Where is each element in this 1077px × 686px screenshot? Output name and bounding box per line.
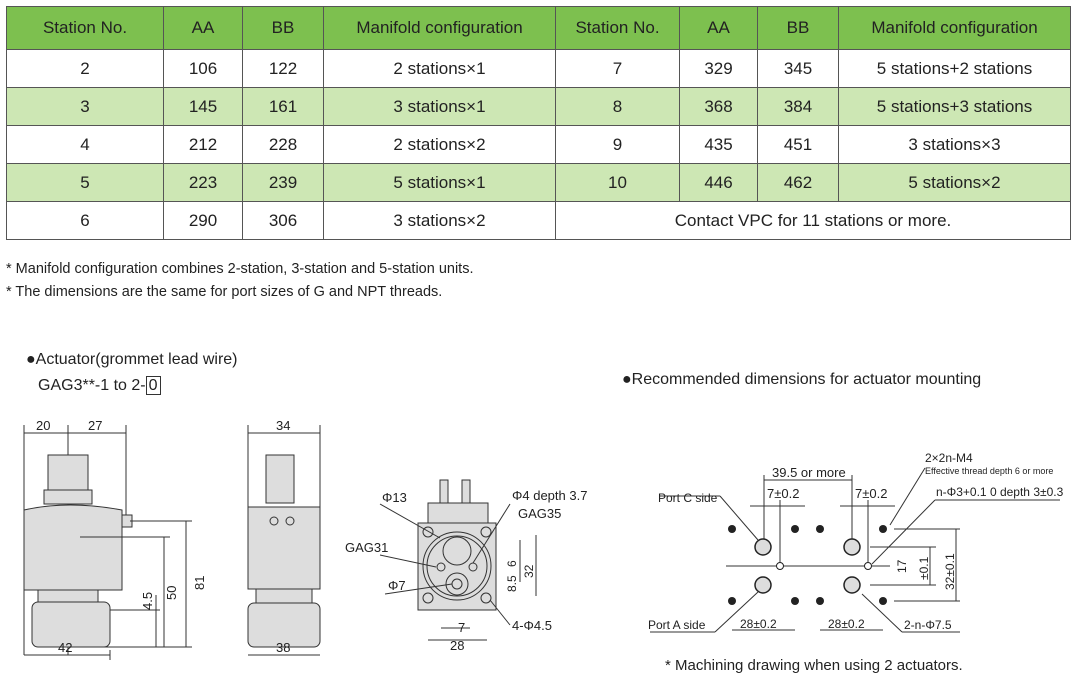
phi7-label: Φ7 [388,578,406,593]
table-header: Station No. AA BB Manifold configuration… [6,6,1071,50]
dim-7-a: 7±0.2 [767,486,799,501]
cell: 5 stations×2 [838,163,1071,202]
cell: 7 [555,49,680,88]
dim-7-b: 7±0.2 [855,486,887,501]
cell: 10 [555,163,680,202]
cell: 239 [242,163,324,202]
cell: 462 [757,163,839,202]
cell: 5 stations+2 stations [838,49,1071,88]
dim-7: 7 [458,620,465,635]
port-c-label: Port C side [658,491,718,505]
cell: 4 [6,125,164,164]
header-station-no-2: Station No. [555,6,680,50]
header-manifold: Manifold configuration [323,6,556,50]
dim-32-tol: 32±0.1 [943,553,957,590]
dim-81: 81 [192,576,207,590]
dim-20: 20 [36,418,50,433]
cell: 8 [555,87,680,126]
actuator-model: GAG3**-1 to 2-0 [38,376,161,395]
cell: 5 stations+3 stations [838,87,1071,126]
cell: 145 [163,87,243,126]
cell: 3 stations×2 [323,201,556,240]
dim-6: 6 [505,560,519,567]
dim-34: 34 [276,418,290,433]
dim-32: 32 [522,564,536,578]
note: * Manifold configuration combines 2-stat… [6,261,474,277]
m4-label: 2×2n-M4 [925,451,973,465]
contact-note-cell: Contact VPC for 11 stations or more. [555,201,1071,240]
cell: 5 [6,163,164,202]
cell: 329 [679,49,758,88]
header-station-no: Station No. [6,6,164,50]
mounting-drawing: 2×2n-M4 Effective thread depth 6 or more… [648,451,1064,633]
model-prefix: GAG3**-1 to 2- [38,377,146,394]
m4-note: Effective thread depth 6 or more [925,466,1053,476]
gag31-label: GAG31 [345,540,388,555]
dim-42: 42 [58,640,72,655]
header-bb: BB [242,6,324,50]
cell: 306 [242,201,324,240]
cell: 3 stations×3 [838,125,1071,164]
dim-28: 28 [450,638,464,653]
cell: 6 [6,201,164,240]
header-manifold-2: Manifold configuration [838,6,1071,50]
cell: 345 [757,49,839,88]
actuator-side-view: 34 38 [247,418,321,656]
cell: 223 [163,163,243,202]
port-a-label: Port A side [648,618,706,632]
dim-17: 17 [895,559,909,573]
mounting-footnote: * Machining drawing when using 2 actuato… [665,657,963,674]
cell: 368 [679,87,758,126]
actuator-bottom-view: Φ13 Φ4 depth 3.7 GAG35 GAG31 Φ7 6 8.5 32… [345,479,587,653]
model-box: 0 [145,376,161,395]
dim-28-b: 28±0.2 [828,617,865,631]
header-bb-2: BB [757,6,839,50]
cell: 5 stations×1 [323,163,556,202]
phi75-label: 2-n-Φ7.5 [904,618,952,632]
table-notes: * Manifold configuration combines 2-stat… [6,258,473,304]
mounting-title: ●Recommended dimensions for actuator mou… [622,371,982,388]
cell: 446 [679,163,758,202]
dim-17-tol: ±0.1 [917,556,931,580]
pin-label: n-Φ3+0.1 0 depth 3±0.3 [936,485,1064,499]
dim-8-5: 8.5 [505,575,519,592]
actuator-front-view: 20 27 81 50 4.5 42 [23,418,207,660]
header-aa: AA [163,6,243,50]
dim-27: 27 [88,418,102,433]
cell: 9 [555,125,680,164]
gag35-label: GAG35 [518,506,561,521]
dim-38: 38 [276,640,290,655]
cell: 106 [163,49,243,88]
actuator-title: ●Actuator(grommet lead wire) [26,351,238,368]
cell: 122 [242,49,324,88]
cell: 2 stations×2 [323,125,556,164]
phi4-label: Φ4 depth 3.7 [512,488,587,503]
dim-39-5: 39.5 or more [772,465,846,480]
cell: 290 [163,201,243,240]
cell: 2 [6,49,164,88]
phi13-label: Φ13 [382,490,407,505]
dimension-table: Station No. AA BB Manifold configuration… [6,6,1071,240]
cell: 228 [242,125,324,164]
holes-label: 4-Φ4.5 [512,618,552,633]
cell: 435 [679,125,758,164]
cell: 384 [757,87,839,126]
header-aa-2: AA [679,6,758,50]
cell: 3 [6,87,164,126]
note: * The dimensions are the same for port s… [6,284,443,300]
cell: 161 [242,87,324,126]
dim-4-5: 4.5 [140,592,155,610]
cell: 212 [163,125,243,164]
dim-28-a: 28±0.2 [740,617,777,631]
cell: 451 [757,125,839,164]
cell: 3 stations×1 [323,87,556,126]
cell: 2 stations×1 [323,49,556,88]
dim-50: 50 [164,586,179,600]
